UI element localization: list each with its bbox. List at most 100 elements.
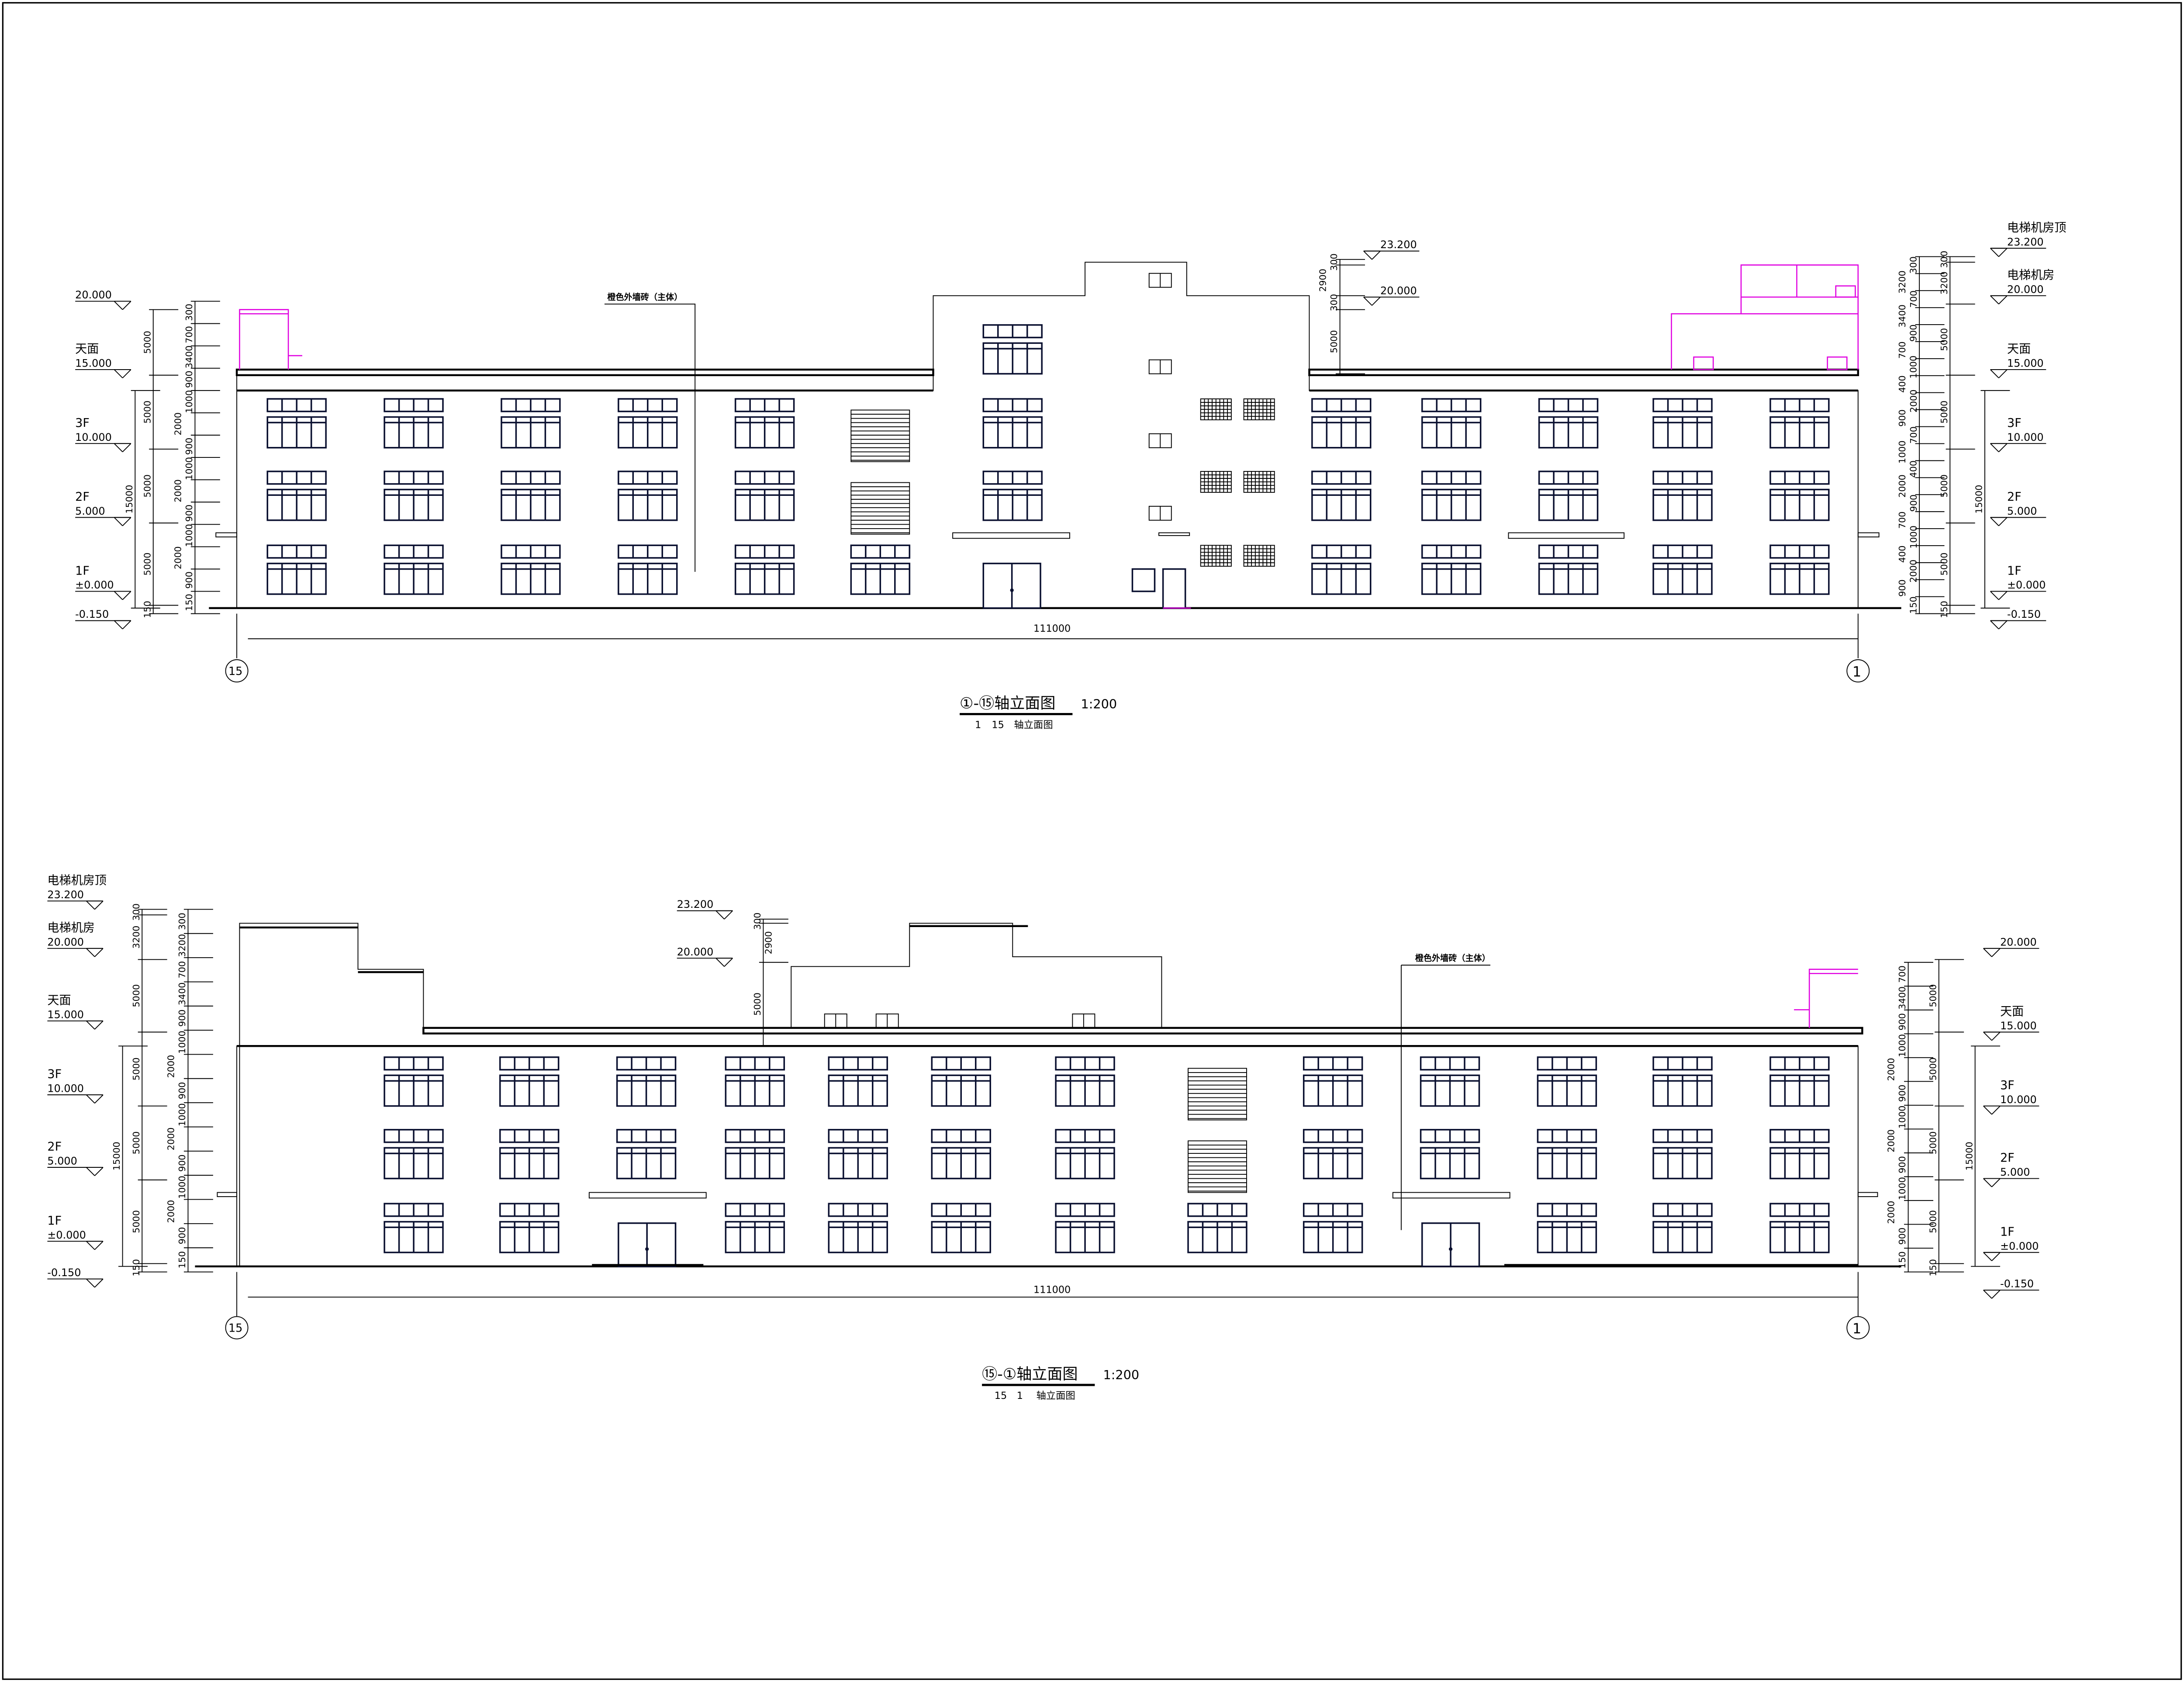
elevation-1-15: 橙色外墙砖（主体） 111000 15 1 ①-⑮轴立面图 1:200 1 15… — [75, 221, 2067, 730]
entrance-door — [618, 1222, 677, 1267]
window — [1537, 1129, 1597, 1180]
dimension-text: 300 — [184, 304, 194, 321]
level-triangle — [1998, 295, 2008, 305]
dimension-text: 2000 — [173, 546, 183, 569]
dimension-text: 2900 — [1318, 269, 1328, 292]
level-triangle — [122, 301, 131, 310]
level-marker-mid: 23.200 — [1363, 239, 1420, 260]
level-triangle — [122, 620, 131, 630]
window — [1538, 471, 1599, 521]
dimension-text: 5000 — [752, 993, 763, 1016]
level-value: 10.000 — [2007, 431, 2044, 443]
vent — [1827, 356, 1848, 370]
dimension-text: 5000 — [1928, 1210, 1938, 1233]
level-value: 5.000 — [47, 1155, 77, 1167]
material-note: 橙色外墙砖（主体） — [1415, 953, 1490, 963]
window — [1538, 544, 1599, 595]
drawing-title-text: ⑮-①轴立面图 — [982, 1365, 1078, 1383]
dimension-text: 5000 — [131, 1210, 142, 1233]
dimension-text: 900 — [1897, 409, 1908, 427]
canopy-stub — [217, 1192, 238, 1197]
window — [725, 1203, 785, 1253]
dimension-text: 300 — [1939, 251, 1949, 268]
level-triangle — [724, 910, 733, 920]
window — [1055, 1056, 1115, 1107]
level-value: -0.150 — [2000, 1278, 2034, 1290]
dimension-text: 1000 — [184, 390, 194, 413]
dimension-text: 900 — [1908, 495, 1919, 512]
dimension-text: 5000 — [142, 474, 152, 498]
level-triangle — [1991, 1290, 2001, 1299]
material-note: 橙色外墙砖（主体） — [607, 292, 682, 302]
dimension-text: 5000 — [1939, 401, 1949, 424]
dimension-text: 1000 — [1908, 356, 1919, 379]
window — [501, 544, 561, 595]
dimension-text: 1000 — [177, 1031, 187, 1054]
window — [1538, 398, 1599, 449]
window — [1769, 1056, 1830, 1107]
dimension-text: 150 — [131, 1259, 142, 1277]
title-axis-from: 15 — [995, 1390, 1007, 1402]
drawing-scale: 1:200 — [1103, 1367, 1140, 1382]
level-value: 10.000 — [75, 431, 112, 443]
title-name: 轴立面图 — [1014, 719, 1053, 730]
level-triangle — [715, 910, 725, 920]
dimension-text: 700 — [1908, 426, 1919, 444]
level-value: 15.000 — [2007, 357, 2044, 370]
small-window — [875, 1013, 899, 1028]
dimension-text: 5000 — [1939, 553, 1949, 576]
dimension-text: 2000 — [1908, 560, 1919, 583]
level-triangle — [94, 1021, 104, 1030]
total-length-dim: 111000 — [1033, 623, 1071, 634]
level-value: 20.000 — [1380, 285, 1417, 297]
level-marker-left: 2F5.000 — [75, 490, 131, 526]
louver-vent — [850, 482, 910, 535]
dimension-chain-outer: 15000 — [111, 1045, 148, 1267]
level-value: 23.200 — [677, 898, 714, 910]
level-triangle — [86, 948, 95, 957]
title-axis-to: 15 — [992, 719, 1004, 730]
dimension-text: 900 — [184, 571, 194, 589]
building-outline — [236, 262, 1859, 608]
side-door — [1162, 568, 1186, 609]
axis-label-right: 1 — [1852, 663, 1861, 680]
level-marker-right: 1F±0.000 — [1983, 1225, 2039, 1261]
dimension-text: 5000 — [142, 553, 152, 576]
window — [1303, 1056, 1363, 1107]
level-name: 天面 — [2000, 1005, 2024, 1018]
dimension-text: 300 — [1329, 294, 1339, 311]
dimension-text: 900 — [184, 370, 194, 388]
louver-frame — [850, 482, 910, 535]
window — [1421, 398, 1482, 449]
dimension-text: 150 — [1908, 596, 1919, 614]
window — [384, 1056, 444, 1107]
window — [1055, 1203, 1115, 1253]
dimension-text: 700 — [1897, 966, 1908, 983]
window — [266, 544, 327, 595]
window — [1652, 398, 1713, 449]
window — [1769, 1129, 1830, 1180]
level-triangle — [86, 1241, 95, 1250]
dimension-text: 15000 — [111, 1142, 122, 1170]
level-marker-right: 2F5.000 — [1983, 1151, 2039, 1187]
window — [266, 398, 327, 449]
entrance-door — [1421, 1222, 1480, 1267]
side-window — [1131, 568, 1156, 592]
level-value: 20.000 — [677, 946, 714, 958]
level-value: -0.150 — [2007, 608, 2041, 620]
elevation-15-1: 橙色外墙砖（主体） 111000 15 1 ⑮-①轴立面图 1:200 15 1… — [47, 874, 2039, 1402]
dimension-text: 5000 — [1329, 330, 1339, 353]
level-triangle — [122, 591, 131, 600]
dimension-text: 1000 — [1897, 1177, 1908, 1200]
level-triangle — [1983, 1031, 1992, 1041]
dimension-chain-outer: 15000 — [1974, 390, 2010, 609]
window — [618, 471, 678, 521]
dimension-text: 1000 — [177, 1103, 187, 1126]
level-triangle — [1991, 1105, 2001, 1115]
level-triangle — [1363, 297, 1372, 306]
window — [982, 398, 1043, 449]
window — [828, 1129, 888, 1180]
